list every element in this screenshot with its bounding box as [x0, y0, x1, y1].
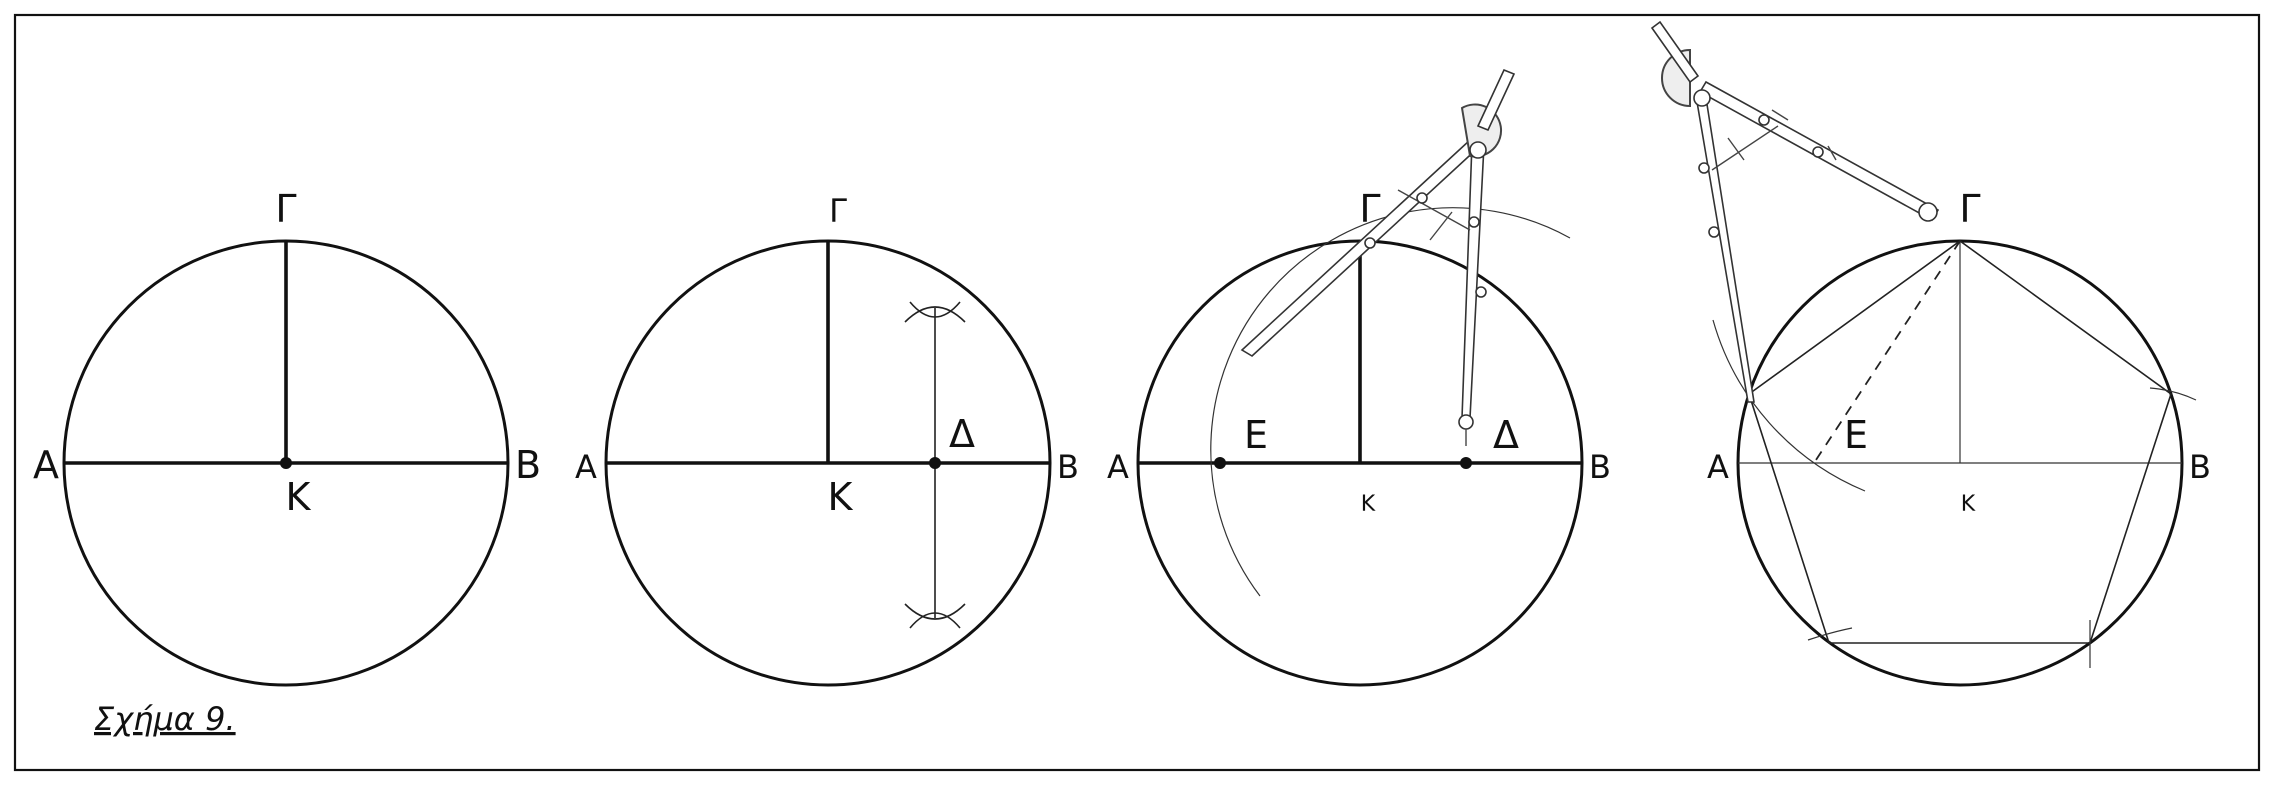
panel-2-arc-bottom-2: [909, 612, 961, 629]
figure-frame: [13, 13, 2261, 772]
panel-4-compass-screw-3: [1827, 145, 1837, 161]
panel-3-label-e: Ε: [1244, 413, 1268, 457]
panel-3-label-b: Β: [1589, 448, 1611, 486]
panel-4-compass-rivet-2: [1708, 226, 1720, 238]
panel-4-dashed-e-gamma: [1813, 240, 1961, 464]
panel-4-compass-screw: [1727, 137, 1745, 161]
panel-2-arc-top-2: [909, 301, 961, 318]
panel-3-compass-screw-bar: [1397, 189, 1471, 231]
panel-3-compass-handle: [1476, 68, 1516, 132]
panel-3-compass-icon: [1240, 68, 1516, 446]
panel-4-compass-rivet-1: [1698, 162, 1710, 174]
panel-3-point-d: [1460, 457, 1472, 469]
panel-3-label-a: Α: [1107, 448, 1129, 486]
panel-4-label-gamma: Γ: [1959, 187, 1980, 231]
panel-2-label-k: Κ: [828, 475, 854, 519]
panel-4-pentagon: [1748, 240, 2172, 644]
panel-2-arc-bottom-1: [904, 603, 966, 620]
panel-4-compass-leg-left: [1695, 94, 1755, 403]
panel-3-construction-arc: [1210, 207, 1571, 597]
panel-4-compass-icon: [1650, 20, 1940, 403]
panel-3-label-k: Κ: [1361, 492, 1376, 517]
panel-3-compass-rivet-4: [1475, 286, 1487, 298]
panel-4-compass-foot: [1918, 202, 1938, 222]
panel-3-compass-rivet-3: [1468, 216, 1480, 228]
panel-1-label-b: Β: [515, 443, 541, 487]
panel-4-tick-arc-d: [1807, 627, 1853, 641]
panel-3-compass-foot: [1458, 414, 1474, 430]
panel-1-label-gamma: Γ: [275, 187, 296, 231]
panel-4-label-e: Ε: [1844, 413, 1868, 457]
panel-4-compass-handle: [1650, 20, 1700, 84]
panel-3: Γ Α Β Κ Ε Δ: [1107, 68, 1611, 687]
panel-2-label-gamma: Γ: [829, 192, 847, 230]
panel-4: Γ Α Β Κ Ε: [1650, 20, 2211, 687]
panel-4-compass-hinge: [1693, 89, 1711, 107]
panel-4-compass-screw-bar: [1711, 125, 1779, 171]
panel-2: Γ Α Β Κ Δ: [575, 192, 1079, 687]
panel-4-compass-rivet-3: [1758, 114, 1770, 126]
panel-1: Γ Α Β Κ: [33, 187, 541, 687]
panel-3-point-e: [1214, 457, 1226, 469]
panel-4-tick-arc-b: [2149, 387, 2197, 401]
panel-3-label-d: Δ: [1493, 413, 1519, 457]
panel-2-label-a: Α: [575, 448, 597, 486]
panel-2-arc-top-1: [904, 306, 966, 323]
panel-4-compass-screw-2: [1771, 109, 1789, 121]
panel-4-label-b: Β: [2189, 448, 2211, 486]
panel-4-label-k: Κ: [1961, 492, 1976, 517]
panel-1-label-k: Κ: [286, 475, 312, 519]
panel-4-label-a: Α: [1707, 448, 1729, 486]
panel-3-compass-rivet-1: [1364, 237, 1376, 249]
panel-3-compass-leg-right: [1461, 142, 1485, 419]
panel-2-point-d: [929, 457, 941, 469]
panel-3-compass-rivet-2: [1416, 192, 1428, 204]
panel-4-construction-arc: [1712, 319, 1866, 492]
panel-1-label-a: Α: [33, 443, 59, 487]
figure-caption: Σχήμα 9.: [94, 700, 236, 738]
panel-3-label-gamma: Γ: [1359, 187, 1380, 231]
panel-4-compass-rivet-4: [1812, 146, 1824, 158]
panel-2-label-b: Β: [1057, 448, 1079, 486]
panel-1-center-point: [280, 457, 292, 469]
panel-3-compass-screw: [1429, 211, 1453, 241]
panel-3-compass-hinge: [1469, 141, 1487, 159]
panel-2-label-d: Δ: [949, 412, 975, 456]
